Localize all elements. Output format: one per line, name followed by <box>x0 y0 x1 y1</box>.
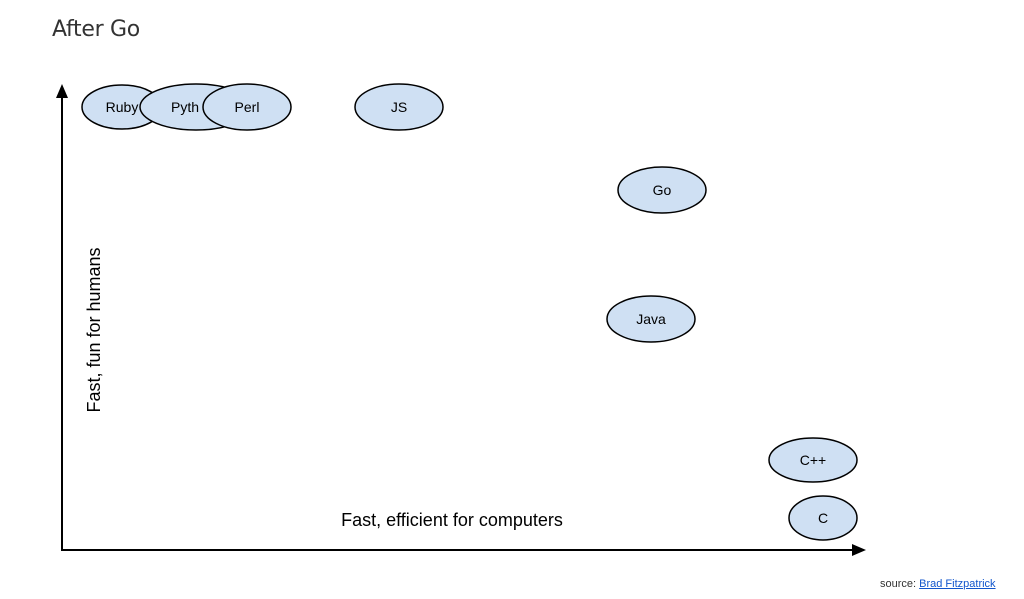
bubble-cpp-label: C++ <box>800 452 826 468</box>
bubble-perl: Perl <box>202 83 292 131</box>
bubble-go: Go <box>617 166 707 214</box>
bubble-c: C <box>788 495 858 541</box>
bubble-java-label: Java <box>636 311 666 327</box>
bubble-perl-label: Perl <box>235 99 260 115</box>
bubble-perl-shape <box>202 83 292 131</box>
bubble-go-label: Go <box>653 182 672 198</box>
y-axis-label: Fast, fun for humans <box>84 247 104 412</box>
source-link[interactable]: Brad Fitzpatrick <box>919 578 996 590</box>
page-title: After Go <box>52 17 140 42</box>
bubble-ruby-label: Ruby <box>106 99 139 115</box>
bubble-js-label: JS <box>391 99 407 115</box>
bubble-java-shape <box>606 295 696 343</box>
source-attribution: source: Brad Fitzpatrick <box>880 578 996 590</box>
bubble-python-label: Pyth <box>171 99 199 115</box>
bubble-js-shape <box>354 83 444 131</box>
bubble-cpp-shape <box>768 437 858 483</box>
source-prefix: source: <box>880 578 920 590</box>
x-axis-arrowhead <box>852 544 866 556</box>
bubble-c-label: C <box>818 510 828 526</box>
bubble-cpp: C++ <box>768 437 858 483</box>
bubble-c-shape <box>788 495 858 541</box>
x-axis-label: Fast, efficient for computers <box>341 510 563 530</box>
bubble-go-shape <box>617 166 707 214</box>
bubble-js: JS <box>354 83 444 131</box>
y-axis-arrowhead <box>56 84 68 98</box>
bubble-ruby: Ruby <box>81 84 163 130</box>
bubble-java: Java <box>606 295 696 343</box>
